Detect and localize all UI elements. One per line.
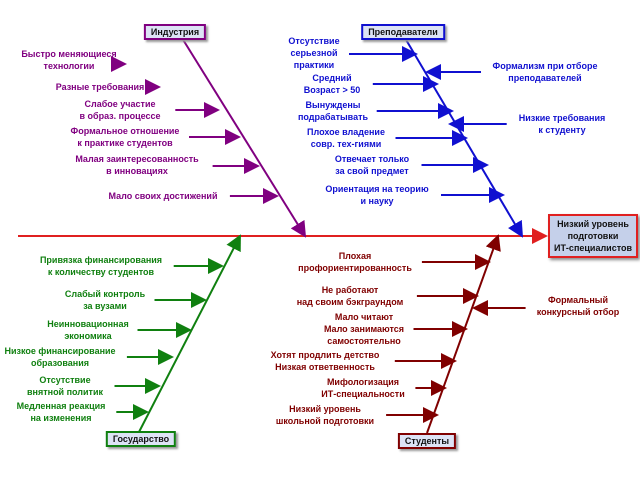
category-state: Государство <box>105 431 177 447</box>
effect-line-1: Низкий уровень <box>557 219 629 229</box>
category-students: Студенты <box>397 433 457 449</box>
cause-industry: Разные требования <box>55 82 145 92</box>
category-teachers: Преподаватели <box>361 24 445 40</box>
effect-line-3: ИТ-специалистов <box>553 243 633 253</box>
effect-line-2: подготовки <box>567 231 619 241</box>
bone-industry <box>181 37 307 238</box>
category-industry: Индустрия <box>143 24 207 40</box>
cause-industry: Мало своих достижений <box>108 191 218 201</box>
effect-box: Низкий уровень подготовки ИТ-специалисто… <box>548 214 638 258</box>
bone-students <box>426 234 501 434</box>
